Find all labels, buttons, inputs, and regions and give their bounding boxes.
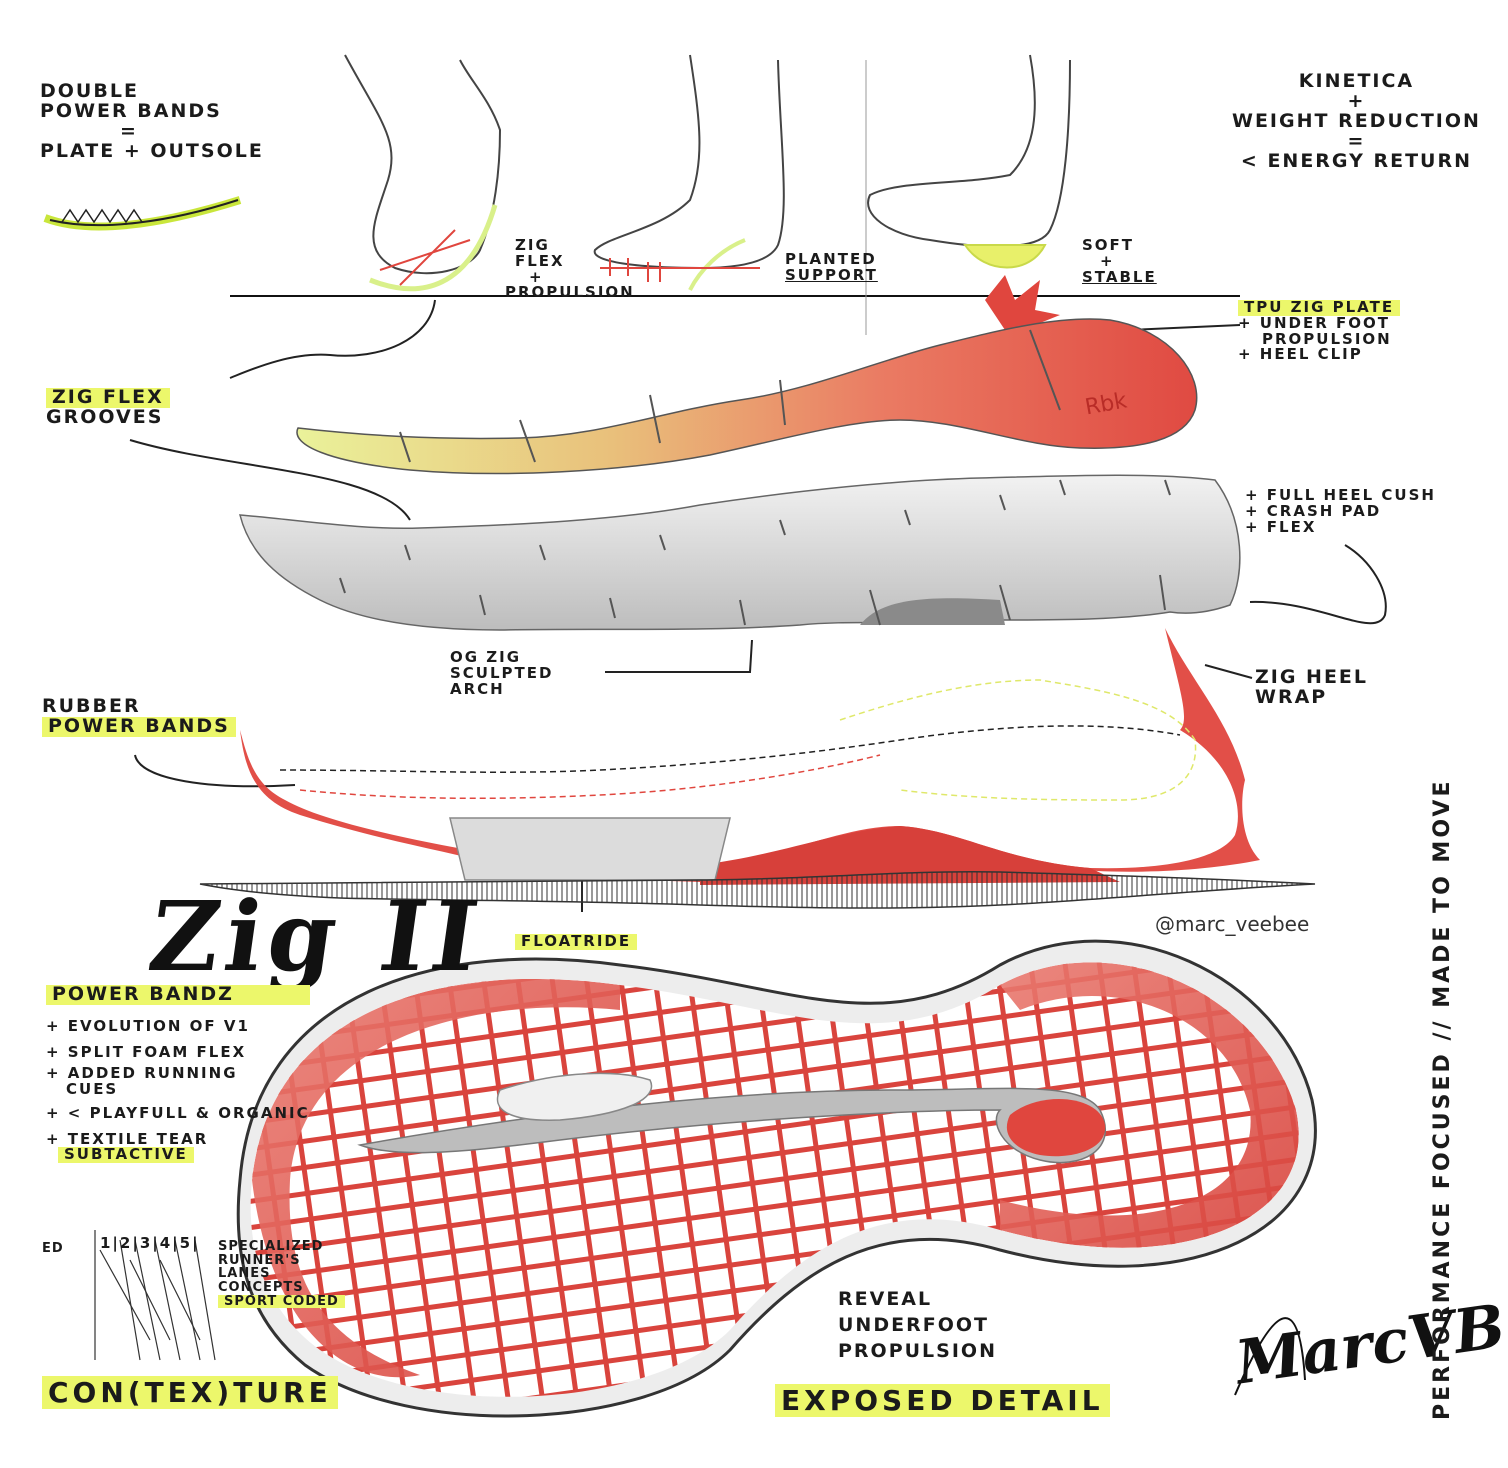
outsole-profile xyxy=(199,870,1316,909)
note-line: SCULPTED xyxy=(450,663,554,682)
note-title: SUBTACTIVE xyxy=(58,1147,194,1164)
note-line: ZIG xyxy=(515,236,550,254)
note-line: SUPPORT xyxy=(785,265,878,284)
note-tpu-zig-plate: TPU ZIG PLATE + UNDER FOOT PROPULSION + … xyxy=(1238,299,1401,364)
rubber-power-bands xyxy=(240,628,1260,885)
foot-midstance xyxy=(593,54,785,270)
note-line: + CRASH PAD xyxy=(1245,501,1382,520)
note-line: PLATE + OUTSOLE xyxy=(40,139,264,162)
note-kinetica: KINETICA + WEIGHT REDUCTION = < ENERGY R… xyxy=(1232,70,1481,172)
note-line: = xyxy=(1347,129,1366,152)
gait-sequence xyxy=(230,54,1240,355)
note-line: REVEAL xyxy=(838,1288,933,1310)
note-line: DOUBLE xyxy=(40,80,139,102)
note-line: RUBBER xyxy=(42,695,141,717)
note-line: + EVOLUTION OF V1 xyxy=(46,1016,250,1035)
note-title: EXPOSED DETAIL xyxy=(775,1384,1110,1417)
note-reveal: REVEAL UNDERFOOT PROPULSION xyxy=(838,1288,997,1362)
note-line: PLANTED xyxy=(785,250,877,268)
note-floatride: FLOATRIDE xyxy=(515,933,638,950)
note-soft-stable: SOFT + STABLE xyxy=(1082,236,1157,286)
floatride-pod xyxy=(449,817,731,881)
note-line: KINETICA xyxy=(1298,70,1415,92)
note-line: + TEXTILE TEAR xyxy=(46,1129,209,1148)
note-planted-support: PLANTED SUPPORT xyxy=(785,250,878,284)
dashed-upper-outline xyxy=(279,679,1197,801)
note-line: PROPULSION xyxy=(505,283,635,302)
note-line: CUES xyxy=(66,1080,119,1099)
note-line: + < PLAYFULL & ORGANIC xyxy=(46,1103,310,1122)
note-line: WRAP xyxy=(1255,685,1328,708)
note-title: POWER BANDS xyxy=(42,716,236,737)
note-title: TPU ZIG PLATE xyxy=(1238,299,1401,316)
note-zig-heel-wrap: ZIG HEEL WRAP xyxy=(1255,666,1369,708)
note-line: + HEEL CLIP xyxy=(1238,345,1363,364)
note-line: = xyxy=(120,119,138,142)
note-line: + xyxy=(1100,251,1115,270)
note-zig-flex-grooves: ZIG FLEX GROOVES xyxy=(46,387,170,428)
note-line: FLEX xyxy=(515,251,565,270)
note-rubber-power-bands: RUBBER POWER BANDS xyxy=(42,695,236,737)
note-line: + xyxy=(1347,89,1366,112)
note-line: + FLEX xyxy=(1245,517,1317,536)
note-line: UNDERFOOT xyxy=(838,1313,989,1336)
vertical-tagline: PERFORMANCE FOCUSED // MADE TO MOVE xyxy=(1430,778,1455,1421)
note-line: SOFT xyxy=(1082,236,1135,254)
note-title: CON(TEX)TURE xyxy=(42,1376,338,1409)
signature-stroke xyxy=(1234,1317,1306,1396)
foot-toe-off xyxy=(867,54,1071,248)
note-title: FLOATRIDE xyxy=(515,933,638,950)
note-double-power-bands: DOUBLE POWER BANDS = PLATE + OUTSOLE xyxy=(40,80,264,162)
note-line: ZIG HEEL xyxy=(1255,666,1369,688)
note-line: + ADDED RUNNING xyxy=(46,1064,238,1083)
note-line: PROPULSION xyxy=(838,1339,997,1362)
note-title: ZIG FLEX xyxy=(46,387,170,408)
note-og-zig-arch: OG ZIG SCULPTED ARCH xyxy=(450,648,554,698)
tpu-zig-plate: Rbk xyxy=(296,318,1198,475)
note-power-bandz: POWER BANDZ + EVOLUTION OF V1 + SPLIT FO… xyxy=(46,984,310,1164)
note-line: CONCEPTS xyxy=(218,1279,304,1295)
note-line: GROOVES xyxy=(46,405,164,428)
note-line: OG ZIG xyxy=(450,648,522,666)
power-band-icon xyxy=(43,196,242,231)
note-line: + xyxy=(529,267,544,286)
outsole-bottom-view xyxy=(236,939,1317,1418)
note-line: POWER BANDS xyxy=(40,99,222,122)
note-line: STABLE xyxy=(1082,267,1157,286)
note-line: PROPULSION xyxy=(1262,329,1392,348)
midsole xyxy=(239,474,1241,631)
note-title: SPORT CODED xyxy=(218,1294,345,1309)
note-zig-flex-propulsion: ZIG FLEX + PROPULSION xyxy=(505,236,635,302)
note-line: LANES xyxy=(218,1266,271,1282)
note-line: + FULL HEEL CUSH xyxy=(1245,486,1436,504)
foot-heel-strike xyxy=(344,54,502,275)
note-line: + SPLIT FOAM FLEX xyxy=(46,1042,247,1061)
note-full-heel-cush: + FULL HEEL CUSH + CRASH PAD + FLEX xyxy=(1245,486,1436,536)
note-line: SPECIALIZED xyxy=(218,1239,324,1254)
note-line: + UNDER FOOT xyxy=(1238,313,1390,332)
brand-mark-zig-ii: Zig II xyxy=(142,880,491,993)
artist-handle: @marc_veebee xyxy=(1155,912,1310,936)
note-specialized-prefix: ED xyxy=(42,1241,64,1256)
note-line: ARCH xyxy=(450,679,505,698)
note-line: < ENERGY RETURN xyxy=(1240,149,1473,172)
note-lane-numbers: 1|2|3|4|5| xyxy=(100,1234,200,1252)
note-title: POWER BANDZ xyxy=(46,984,310,1005)
lanes-sketch xyxy=(94,1230,216,1361)
note-exposed-detail: EXPOSED DETAIL xyxy=(775,1384,1110,1417)
note-line: WEIGHT REDUCTION xyxy=(1232,109,1481,132)
note-line: RUNNER'S xyxy=(218,1252,301,1268)
note-specialized: SPECIALIZED RUNNER'S LANES CONCEPTS SPOR… xyxy=(218,1239,345,1309)
note-contexture: CON(TEX)TURE xyxy=(42,1376,338,1409)
